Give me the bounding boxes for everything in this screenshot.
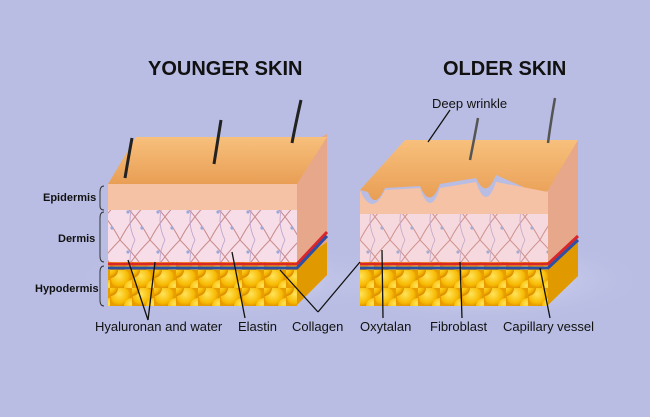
young-dermis <box>108 210 297 262</box>
younger-skin-block <box>108 100 327 306</box>
label-oxytalan: Oxytalan <box>360 319 411 334</box>
label-capillary-vessel: Capillary vessel <box>503 319 594 334</box>
label-fibroblast: Fibroblast <box>430 319 487 334</box>
label-collagen: Collagen <box>292 319 343 334</box>
hair-icon <box>548 98 555 143</box>
title-younger-skin: YOUNGER SKIN <box>148 58 302 81</box>
young-epidermis <box>108 184 297 210</box>
older-skin-block <box>360 98 578 306</box>
label-epidermis: Epidermis <box>43 192 96 204</box>
label-dermis: Dermis <box>58 233 95 245</box>
label-elastin: Elastin <box>238 319 277 334</box>
label-deep-wrinkle: Deep wrinkle <box>432 96 507 111</box>
label-hyaluronan: Hyaluronan and water <box>95 319 222 334</box>
title-older-skin: OLDER SKIN <box>443 58 566 81</box>
hair-icon <box>292 100 301 143</box>
label-hypodermis: Hypodermis <box>35 283 99 295</box>
old-dermis <box>360 214 548 262</box>
